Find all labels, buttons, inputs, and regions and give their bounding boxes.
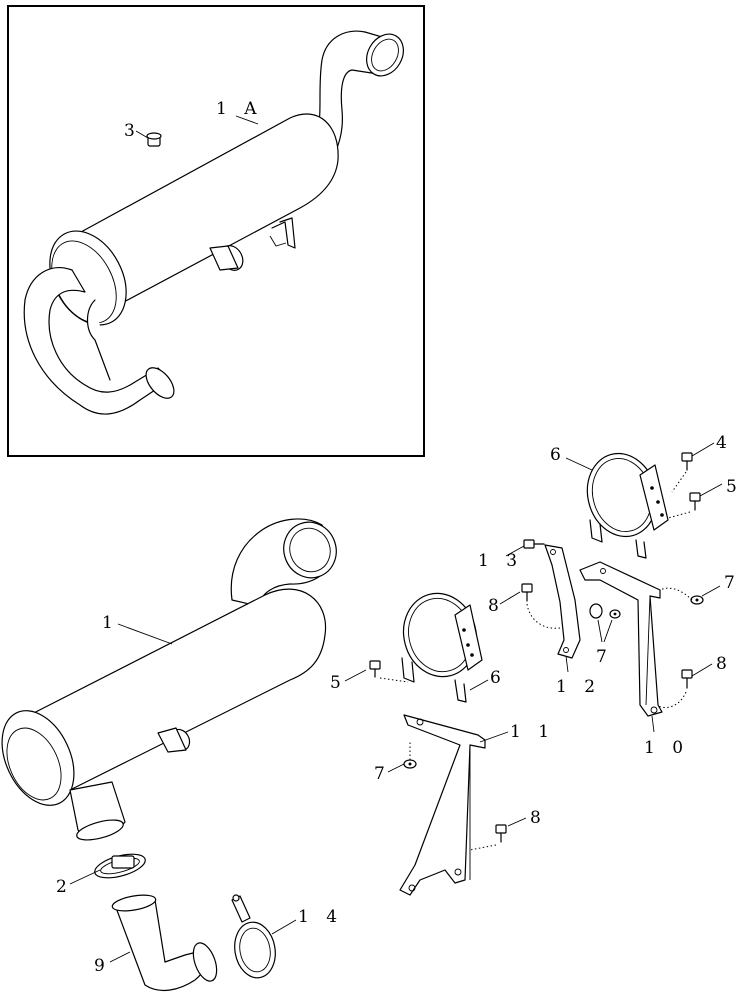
inset-frame [7,5,425,457]
bracket-10 [579,561,663,717]
leader-1 [117,623,173,645]
strap-12 [544,544,581,659]
leader-7-lower [387,763,405,773]
bolt-8-right [681,669,693,689]
bolt-4 [681,452,693,471]
label-2: 2 [56,877,73,897]
bolt-5-lower [369,660,381,678]
label-9: 9 [94,956,111,976]
label-10: 1 0 [644,738,689,758]
leader-2 [69,869,101,885]
leader-9 [109,951,131,963]
label-6-lower: 6 [490,668,507,688]
label-6-upper: 6 [550,445,567,465]
label-8-lower: 8 [530,808,547,828]
muffler-1 [1,518,337,841]
inset-muffler-1a [23,30,404,415]
leader-6-upper [565,457,593,471]
label-1: 1 [102,613,119,633]
leader-10 [651,715,655,733]
label-3: 3 [124,121,141,141]
leader-11 [479,731,509,743]
label-8-right: 8 [716,654,733,674]
label-11: 1 1 [510,722,555,742]
leader-8-upper [499,591,521,605]
label-5-upper: 5 [726,477,743,497]
label-12: 1 2 [556,677,601,697]
label-4: 4 [716,433,733,453]
bracket-11 [399,714,486,896]
leader-7-right [701,585,721,597]
leader-4 [691,442,715,457]
leader-7-middle-a [597,619,603,643]
leader-14 [271,919,297,935]
nut-7-right [690,595,704,605]
leader-12 [565,655,569,673]
bolt-5-upper [689,492,701,511]
leader-8-right [691,663,713,677]
leader-5-upper [699,483,723,497]
label-8-upper: 8 [488,596,505,616]
leader-6-lower [469,679,489,691]
bolt-8-lower [495,824,507,843]
clamp-2 [94,853,146,879]
plug-3 [146,132,162,147]
leader-3 [135,130,149,139]
leader-8-lower [507,817,527,827]
strap-band-6-lower [401,592,483,703]
bolt-8-upper [521,583,533,602]
nut-7-lower [403,759,417,769]
strap-band-6-upper [586,452,669,559]
nuts-7-middle [589,603,621,619]
label-1a: 1 A [216,99,263,119]
bolt-13 [523,539,545,549]
leader-13 [505,545,525,557]
clamp-14 [231,894,276,979]
label-7-middle: 7 [596,647,613,667]
label-5-lower: 5 [330,673,347,693]
label-14: 1 4 [298,907,343,927]
label-7-right: 7 [724,573,741,593]
elbow-pipe-9 [111,894,218,992]
leader-7-middle-b [603,619,613,643]
label-13: 1 3 [478,551,523,571]
leader-1a [235,115,259,125]
label-7-lower: 7 [374,764,391,784]
leader-5-lower [344,669,367,682]
